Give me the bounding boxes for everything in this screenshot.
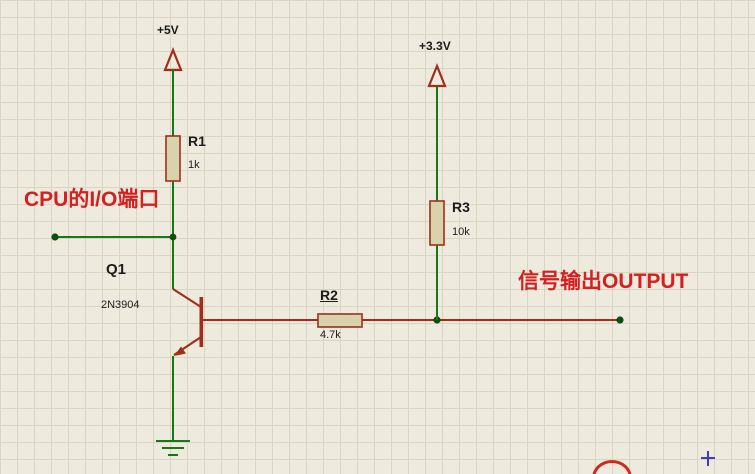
resistor-r1-value: 1k	[188, 159, 200, 171]
resistor-r1-ref: R1	[188, 133, 206, 149]
power-arrow-icon	[163, 47, 183, 72]
transistor-q1-part: 2N3904	[101, 299, 140, 311]
power-terminal-3v3	[427, 63, 447, 201]
power-terminal-5v	[163, 47, 183, 136]
power-label-3v3: +3.3V	[419, 39, 451, 53]
transistor-q1	[172, 288, 204, 356]
power-arrow-icon	[427, 63, 447, 88]
power-label-5v: +5V	[157, 23, 179, 37]
resistor-r3-body	[429, 200, 445, 246]
watermark-mark	[701, 451, 715, 466]
resistor-r2-body	[317, 313, 363, 328]
resistor-r2-ref: R2	[320, 287, 338, 303]
wire-base-output-net	[203, 316, 624, 324]
terminal-dot-cpu-io	[51, 233, 59, 241]
transistor-emitter-arrow-icon	[174, 346, 186, 356]
resistor-r1-body	[165, 135, 181, 182]
junction-dot-collector-net	[169, 233, 177, 241]
wire-cpu-io	[51, 233, 177, 241]
transistor-q1-ref: Q1	[106, 261, 127, 278]
resistor-r1	[165, 135, 181, 182]
resistor-r3-value: 10k	[452, 226, 470, 238]
terminal-dot-output	[616, 316, 624, 324]
transistor-base-bar	[199, 297, 204, 347]
annotation-cpu-io: CPU的I/O端口	[24, 188, 160, 211]
annotation-output: 信号输出OUTPUT	[518, 270, 689, 293]
resistor-r2-value: 4.7k	[320, 329, 341, 341]
transistor-collector-lead	[172, 288, 202, 308]
resistor-r3-ref: R3	[452, 199, 470, 215]
ground-symbol	[156, 440, 190, 456]
